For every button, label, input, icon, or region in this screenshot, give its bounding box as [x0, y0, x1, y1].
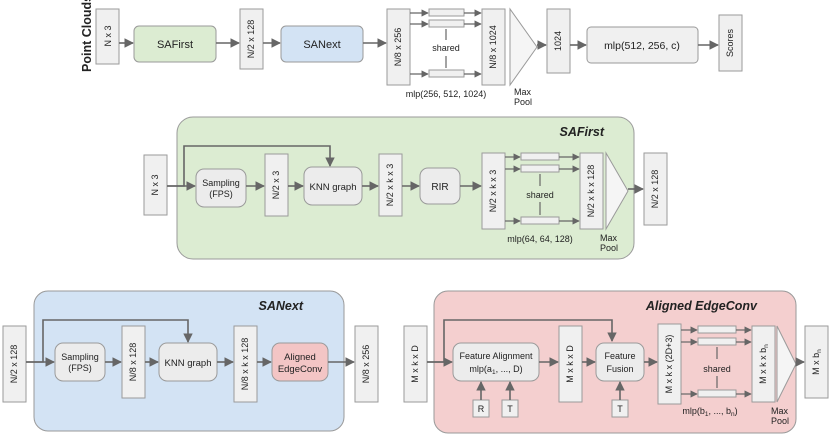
ae-tensor-in: [403, 325, 428, 403]
sanext-block-label: SANext: [303, 39, 340, 51]
scores-output-label: Scores: [725, 28, 735, 57]
ae-feature-alignment-label: Feature Alignment: [459, 351, 533, 361]
mlp-layer-2: [428, 19, 465, 28]
ae-fusion-label-2: Fusion: [606, 364, 633, 374]
ae-fusion-label-1: Feature: [604, 351, 635, 361]
sn-tensor-a-label: N/8 x 128: [128, 343, 138, 382]
ae-feature-alignment-block: [452, 342, 540, 382]
sf-tensor-d: [579, 152, 604, 230]
sn-sampling-label-1: Sampling: [61, 352, 99, 362]
sf-max-pool-label-2: Pool: [600, 243, 618, 253]
sn-knn-label: KNN graph: [165, 358, 212, 369]
ae-max-pool-label-1: Max: [771, 406, 789, 416]
sf-tensor-in-label: N x 3: [150, 174, 160, 195]
tensor-1024-label: 1024: [553, 31, 563, 51]
tensor-n-x-3: [95, 8, 120, 65]
sf-sampling-label-1: Sampling: [202, 178, 240, 188]
sf-tensor-c-label: N/2 x k x 3: [488, 170, 498, 213]
mlp-layer-1: [428, 8, 465, 17]
ae-tensor-a-label: M x k x D: [565, 345, 575, 383]
sf-tensor-a: [264, 153, 289, 217]
sn-tensor-b-label: N/8 x k x 128: [240, 338, 250, 391]
ae-input-t2-label: T: [617, 404, 623, 414]
ae-tensor-b-label: M x k x (2D+3): [664, 335, 674, 394]
ae-tensor-b: [657, 323, 682, 405]
sf-max-pool: [605, 151, 629, 231]
sf-mlp-caption: mlp(64, 64, 128): [507, 234, 573, 244]
sf-mlp-layer-1: [520, 152, 560, 161]
mlp-layer-3: [428, 69, 465, 78]
sf-mlp-layer-2: [520, 164, 560, 173]
sn-tensor-in: [2, 325, 27, 403]
sn-sampling-label-2: (FPS): [68, 363, 92, 373]
aligned-panel-title: Aligned EdgeConv: [645, 299, 758, 313]
mlp-caption-top: mlp(256, 512, 1024): [406, 89, 487, 99]
ae-shared-label: shared: [703, 364, 731, 374]
tensor-n2-x-128-label: N/2 x 128: [246, 20, 256, 59]
sn-tensor-in-label: N/2 x 128: [9, 345, 19, 384]
sf-tensor-out-label: N/2 x 128: [650, 170, 660, 209]
sn-aligned-label-1: Aligned: [284, 352, 316, 363]
tensor-n-x-3-label: N x 3: [103, 25, 113, 46]
max-pool-top-label-2: Pool: [514, 97, 532, 107]
tensor-1024: [546, 8, 571, 74]
ae-tensor-a: [558, 325, 583, 403]
sf-rir-label: RIR: [431, 182, 448, 193]
ae-feature-alignment-mlp: mlp(a1, ..., D): [469, 364, 522, 376]
sf-tensor-in: [143, 154, 168, 216]
sn-aligned-label-2: EdgeConv: [278, 364, 323, 375]
ae-input-t1-label: T: [507, 404, 513, 414]
sf-max-pool-label-1: Max: [600, 233, 618, 243]
tensor-n2-x-128: [239, 8, 264, 70]
ae-tensor-out-label: M x bn: [811, 349, 823, 375]
ae-tensor-in-label: M x k x D: [410, 345, 420, 383]
point-clouds-label: Point Clouds: [80, 0, 94, 72]
ae-max-pool: [776, 325, 797, 403]
tensor-n8-x-1024: [481, 8, 506, 86]
ae-tensor-c: [751, 325, 776, 403]
ae-tensor-out: [804, 325, 829, 399]
sf-sampling-block: [195, 168, 247, 208]
ae-mlp-layer-3: [697, 389, 737, 398]
sn-tensor-out: [354, 325, 379, 403]
sanext-block: [280, 25, 364, 63]
ae-mlp-caption: mlp(b1, ..., bn): [682, 406, 737, 418]
sn-tensor-b: [233, 325, 258, 403]
sanext-panel-title: SANext: [259, 299, 304, 313]
tensor-n8-x-1024-label: N/8 x 1024: [488, 25, 498, 69]
sf-tensor-c: [481, 152, 506, 230]
tensor-n8-x-256-label: N/8 x 256: [393, 28, 403, 67]
safirst-block-label: SAFirst: [157, 39, 193, 51]
sf-mlp-layer-3: [520, 216, 560, 225]
sf-shared-label: shared: [526, 190, 554, 200]
max-pool-top: [509, 7, 538, 87]
safirst-block: [133, 25, 217, 63]
shared-label-top: shared: [432, 43, 460, 53]
sf-tensor-d-label: N/2 x k x 128: [586, 165, 596, 218]
sf-knn-label: KNN graph: [310, 182, 357, 193]
sf-tensor-a-label: N/2 x 3: [271, 171, 281, 200]
sf-sampling-label-2: (FPS): [209, 189, 233, 199]
tensor-n8-x-256: [386, 8, 411, 86]
ae-tensor-c-label: M x k x bn: [758, 344, 770, 384]
ae-input-r-label: R: [478, 404, 485, 414]
max-pool-top-label-1: Max: [514, 87, 532, 97]
sf-tensor-out: [643, 152, 668, 226]
scores-output: [718, 14, 743, 72]
sn-tensor-out-label: N/8 x 256: [361, 345, 371, 384]
ae-mlp-layer-2: [697, 337, 737, 346]
mlp-classifier-label: mlp(512, 256, c): [604, 40, 680, 52]
sf-tensor-b-label: N/2 x k x 3: [385, 164, 395, 207]
ae-max-pool-label-2: Pool: [771, 416, 789, 426]
ae-feature-fusion-block: [595, 342, 645, 382]
sn-sampling-block: [54, 342, 106, 382]
sf-tensor-b: [378, 153, 403, 217]
safirst-panel-title: SAFirst: [560, 125, 605, 139]
ae-mlp-layer-1: [697, 325, 737, 334]
